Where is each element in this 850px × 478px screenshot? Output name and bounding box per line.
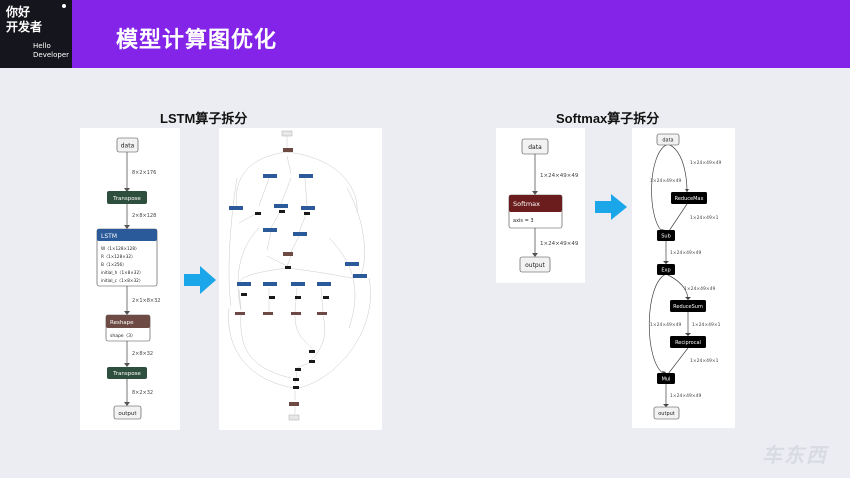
lstm-attr-initial-h: initial_h〈1×8×32〉 bbox=[101, 270, 143, 275]
split-node-output-label: output bbox=[658, 411, 675, 417]
softmax-node-softmax-label: Softmax bbox=[513, 200, 540, 208]
softmax-edge-label-1: 1×24×49×49 bbox=[540, 173, 579, 179]
softmax-expanded-graph: 1×24×49×49 1×24×49×49 1×24×49×1 1×24×49×… bbox=[632, 128, 735, 428]
split-node-reducesum-label: ReduceSum bbox=[673, 304, 703, 310]
split-node-reducesum[interactable]: ReduceSum bbox=[670, 300, 706, 312]
split-node-exp-label: Exp bbox=[661, 268, 670, 274]
split-node-sub-label: Sub bbox=[661, 234, 671, 240]
lstm-section-title: LSTM算子拆分 bbox=[160, 111, 248, 126]
split-edge-label-2: 1×24×49×49 bbox=[650, 178, 681, 184]
lstm-original-graph: 8×2×176 2×8×128 2×1×8×32 2×8×32 8×2×32 d… bbox=[80, 128, 180, 430]
softmax-edge-label-2: 1×24×49×49 bbox=[540, 241, 579, 247]
split-node-reciprocal[interactable]: Reciprocal bbox=[670, 336, 706, 348]
logo-dot-icon bbox=[62, 4, 66, 8]
watermark: 车东西 bbox=[762, 443, 828, 467]
split-node-reducemax[interactable]: ReduceMax bbox=[671, 192, 707, 204]
split-node-data[interactable]: data bbox=[656, 133, 680, 146]
lstm-attr-b: B〈1×256〉 bbox=[101, 262, 126, 267]
page-title: 模型计算图优化 bbox=[116, 28, 278, 53]
split-node-data-label: data bbox=[662, 138, 673, 144]
lstm-edge-label-1: 8×2×176 bbox=[132, 170, 156, 176]
split-edge-label-9: 1×24×49×49 bbox=[670, 393, 701, 399]
lstm-node-reshape-label: Reshape bbox=[110, 320, 134, 326]
lstm-reshape-attr: shape〈3〉 bbox=[110, 333, 135, 339]
softmax-split-svg: 1×24×49×49 1×24×49×49 1×24×49×1 1×24×49×… bbox=[648, 133, 721, 420]
lstm-node-reshape[interactable]: Reshape shape〈3〉 bbox=[105, 314, 151, 342]
split-edge-label-4: 1×24×49×49 bbox=[670, 250, 701, 256]
split-edge-label-7: 1×24×49×1 bbox=[692, 322, 721, 328]
lstm-expanded-svg bbox=[228, 130, 371, 421]
split-node-exp[interactable]: Exp bbox=[657, 264, 675, 275]
split-edge-label-1: 1×24×49×49 bbox=[690, 160, 721, 166]
header-bar: 你好 开发者 Hello Developer 模型计算图优化 bbox=[0, 0, 850, 68]
transform-arrow-2-icon bbox=[595, 194, 627, 220]
split-node-sub[interactable]: Sub bbox=[657, 230, 675, 241]
softmax-original-graph: 1×24×49×49 1×24×49×49 data Softmax axis … bbox=[496, 128, 585, 283]
lstm-edge-label-4: 2×8×32 bbox=[132, 351, 153, 357]
softmax-section-title: Softmax算子拆分 bbox=[556, 111, 660, 126]
split-edge-label-5: 1×24×49×49 bbox=[684, 286, 715, 292]
lstm-node-transpose-1[interactable]: Transpose bbox=[107, 191, 147, 204]
lstm-node-data-label: data bbox=[121, 143, 135, 150]
logo: 你好 开发者 Hello Developer bbox=[0, 0, 72, 68]
lstm-node-output-label: output bbox=[118, 411, 137, 417]
softmax-graph-svg: 1×24×49×49 1×24×49×49 data Softmax axis … bbox=[508, 138, 579, 273]
lstm-attr-w: W〈1×128×128〉 bbox=[101, 246, 139, 251]
softmax-node-data-label: data bbox=[528, 144, 542, 151]
lstm-node-transpose-2-label: Transpose bbox=[112, 371, 141, 377]
softmax-node-data[interactable]: data bbox=[521, 138, 549, 155]
split-node-reciprocal-label: Reciprocal bbox=[675, 340, 701, 346]
lstm-node-lstm-label: LSTM bbox=[101, 233, 117, 240]
lstm-graph-svg: 8×2×176 2×8×128 2×1×8×32 2×8×32 8×2×32 d… bbox=[96, 137, 160, 420]
lstm-node-transpose-2[interactable]: Transpose bbox=[107, 367, 147, 379]
lstm-node-lstm[interactable]: LSTM W〈1×128×128〉 R〈1×128×32〉 B〈1×256〉 i… bbox=[96, 228, 158, 287]
split-node-output[interactable]: output bbox=[653, 406, 680, 420]
lstm-attr-initial-c: initial_c〈1×8×32〉 bbox=[101, 278, 143, 283]
lstm-edge-label-3: 2×1×8×32 bbox=[132, 298, 160, 304]
lstm-edge-label-2: 2×8×128 bbox=[132, 213, 156, 219]
softmax-node-softmax[interactable]: Softmax axis = 3 bbox=[508, 194, 563, 229]
lstm-expanded-graph bbox=[219, 128, 382, 430]
softmax-node-output-label: output bbox=[525, 262, 545, 269]
softmax-node-output[interactable]: output bbox=[519, 256, 551, 273]
transform-arrow-icon bbox=[184, 266, 216, 294]
logo-en-text: Hello Developer bbox=[33, 42, 70, 59]
split-node-reducemax-label: ReduceMax bbox=[675, 196, 704, 202]
split-edge-label-3: 1×24×49×1 bbox=[690, 215, 719, 221]
lstm-node-data[interactable]: data bbox=[116, 137, 139, 153]
lstm-attr-r: R〈1×128×32〉 bbox=[101, 254, 135, 259]
lstm-node-transpose-1-label: Transpose bbox=[112, 196, 141, 202]
split-edge-label-6: 1×24×49×49 bbox=[650, 322, 681, 328]
lstm-node-output[interactable]: output bbox=[113, 405, 142, 420]
split-node-mul[interactable]: Mul bbox=[657, 373, 675, 384]
split-node-mul-label: Mul bbox=[662, 377, 671, 383]
lstm-edge-label-5: 8×2×32 bbox=[132, 390, 153, 396]
logo-cn-text: 你好 开发者 bbox=[6, 5, 43, 34]
softmax-attr-axis: axis = 3 bbox=[513, 218, 534, 224]
split-edge-label-8: 1×24×49×1 bbox=[690, 358, 719, 364]
